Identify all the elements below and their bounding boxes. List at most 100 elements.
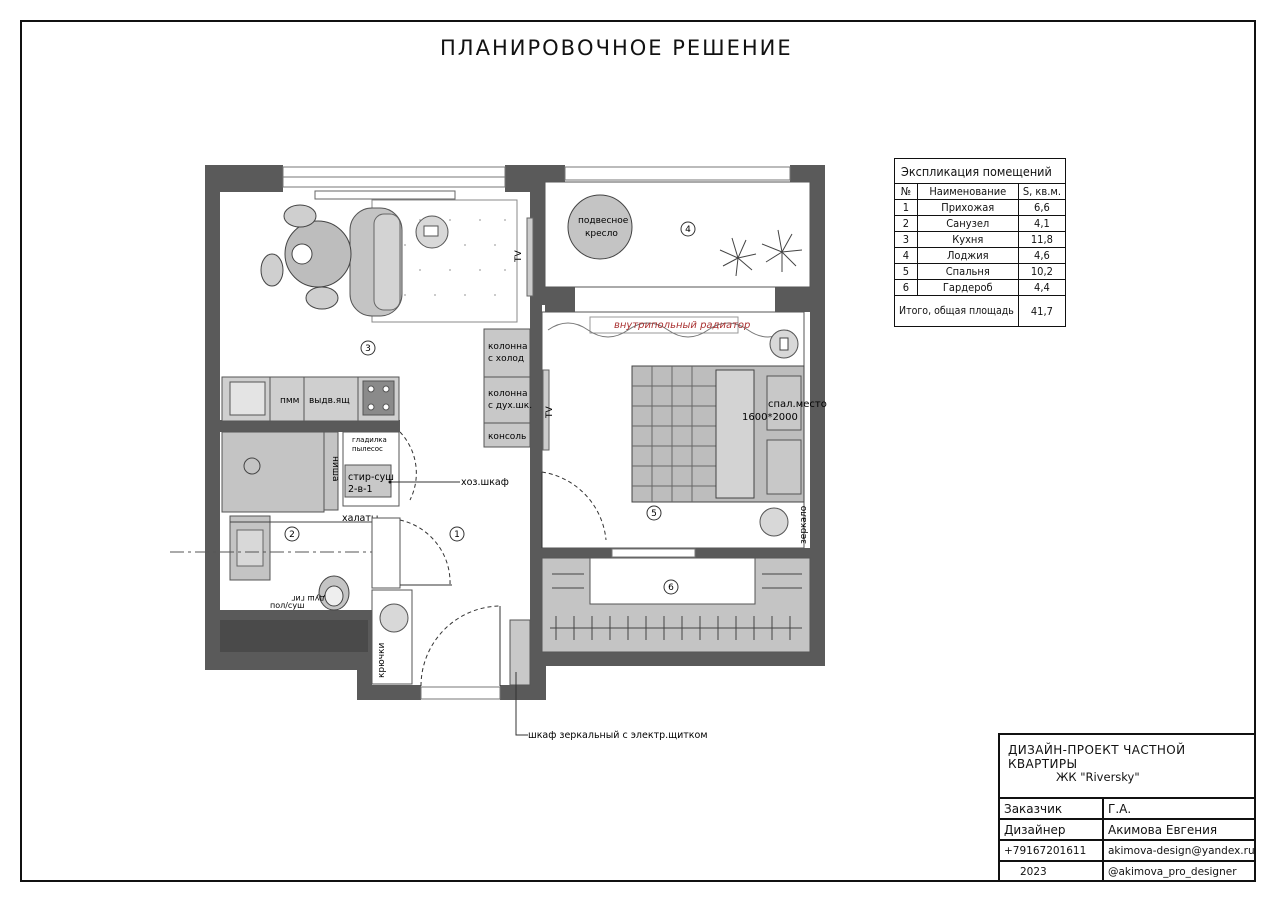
row-name: Лоджия [916,247,1019,264]
table-row: 5 Спальня 10,2 [894,263,1066,280]
fridge-label-1: колонна [488,342,528,352]
hooks-label: крючки [377,643,387,678]
windows [282,166,791,700]
row-area: 4,4 [1017,279,1066,296]
table-row: 6 Гардероб 4,4 [894,279,1066,296]
pillow-2 [766,439,802,495]
pouf-icon [379,603,409,633]
explication-col-number: № [894,183,918,200]
nightstand-2 [759,507,789,537]
object-name: ЖК "Riversky" [1056,770,1140,784]
walls [205,165,825,700]
bed-label-1: спал.место [768,399,827,410]
oven-label-2: с дух.шк. [488,401,532,411]
drawers-label: выдв.ящ [309,396,350,406]
bed-label-2: 1600*2000 [742,412,798,423]
dishwasher-label: пмм [280,396,299,406]
blanket [715,369,755,499]
row-name: Гардероб [916,279,1019,296]
table-row: 1 Прихожая 6,6 [894,199,1066,216]
row-area: 10,2 [1017,263,1066,280]
wardrobe-hangers [550,573,802,640]
floor-dryer-label: пол/суш [270,601,304,610]
total-label: Итого, общая площадь [894,295,1019,327]
explication-table: Экспликация помещений № Наименование S, … [894,158,1066,327]
pillow-1 [766,375,802,431]
plate-icon [291,243,313,265]
leader-dot [388,480,392,484]
mirror-cabinet-leader [515,672,528,736]
oven-label-1: колонна [488,389,528,399]
client-value: Г.А. [1103,797,1256,819]
curtain [547,322,789,338]
designer-label: Дизайнер [1000,818,1104,840]
bed-grid [632,366,716,502]
bedroom-door [541,471,607,541]
utility-label: хоз.шкаф [461,477,509,488]
sofa-seat [373,213,401,311]
phone: +79167201611 [1000,839,1104,861]
social-handle: @akimova_pro_designer [1103,860,1256,881]
hanging-chair-label-2: кресло [585,229,618,239]
row-number: 5 [894,263,918,280]
hanging-chair-label-1: подвесное [578,216,629,226]
table-row: 2 Санузел 4,1 [894,215,1066,232]
bathroom-door-frame [371,517,401,589]
explication-caption: Экспликация помещений [894,158,1066,184]
room-number-1: 1 [454,530,460,540]
windowsill [314,190,456,200]
book-icon [423,225,439,237]
tv-kitchen-label: TV [514,250,524,263]
row-area: 4,6 [1017,247,1066,264]
room-number-2: 2 [289,530,295,540]
bath-cabinet [221,431,325,513]
chairs [260,204,339,310]
utility-door [399,431,417,501]
mirror-label: зеркало [799,505,809,544]
drain-icon [243,457,261,475]
washer-label-1: стир-суш [348,472,394,483]
row-area: 11,8 [1017,231,1066,248]
mirror-cabinet-label: шкаф зеркальный с электр.щитком [528,730,708,741]
row-number: 3 [894,231,918,248]
table-row: 4 Лоджия 4,6 [894,247,1066,264]
room-number-4: 4 [685,225,691,235]
entry-door [420,605,501,687]
client-label: Заказчик [1000,797,1104,819]
explication-header-row: № Наименование S, кв.м. [894,183,1066,200]
niche [323,431,339,511]
row-area: 4,1 [1017,215,1066,232]
email: akimova-design@yandex.ru [1103,839,1256,861]
room-numbers: 1 2 3 4 5 6 [284,221,696,595]
hanging-chair [567,194,633,260]
row-number: 1 [894,199,918,216]
table-row: 3 Кухня 11,8 [894,231,1066,248]
row-area: 6,6 [1017,199,1066,216]
total-value: 41,7 [1017,295,1066,327]
column-labels: колонна с холод колонна с дух.шк. консол… [488,342,532,442]
title-block-table: Заказчик Г.А. Дизайнер Акимова Евгения +… [1000,797,1256,881]
washer-label-2: 2-в-1 [348,484,373,495]
fridge-label-2: с холод [488,354,524,364]
bathroom-door [399,519,451,586]
row-name: Прихожая [916,199,1019,216]
row-name: Кухня [916,231,1019,248]
console-label: консоль [488,432,526,442]
row-number: 6 [894,279,918,296]
sink-basin [236,529,264,567]
mirror-cabinet [509,619,531,686]
explication-col-name: Наименование [916,183,1019,200]
tv-bedroom [542,369,550,451]
row-number: 4 [894,247,918,264]
shower-label: душ гиг [291,594,325,603]
wardrobe-center [589,557,756,605]
radiator-label: внутрипольный радиатор [614,320,750,331]
project-title: ДИЗАЙН-ПРОЕКТ ЧАСТНОЙ КВАРТИРЫ [1008,743,1186,771]
toilet-seat [324,585,344,607]
niche-label: ниша [330,456,340,481]
kitchen-counter [221,376,400,422]
plants [719,229,803,277]
explication-col-area: S, кв.м. [1017,183,1066,200]
room-number-6: 6 [668,583,674,593]
row-number: 2 [894,215,918,232]
